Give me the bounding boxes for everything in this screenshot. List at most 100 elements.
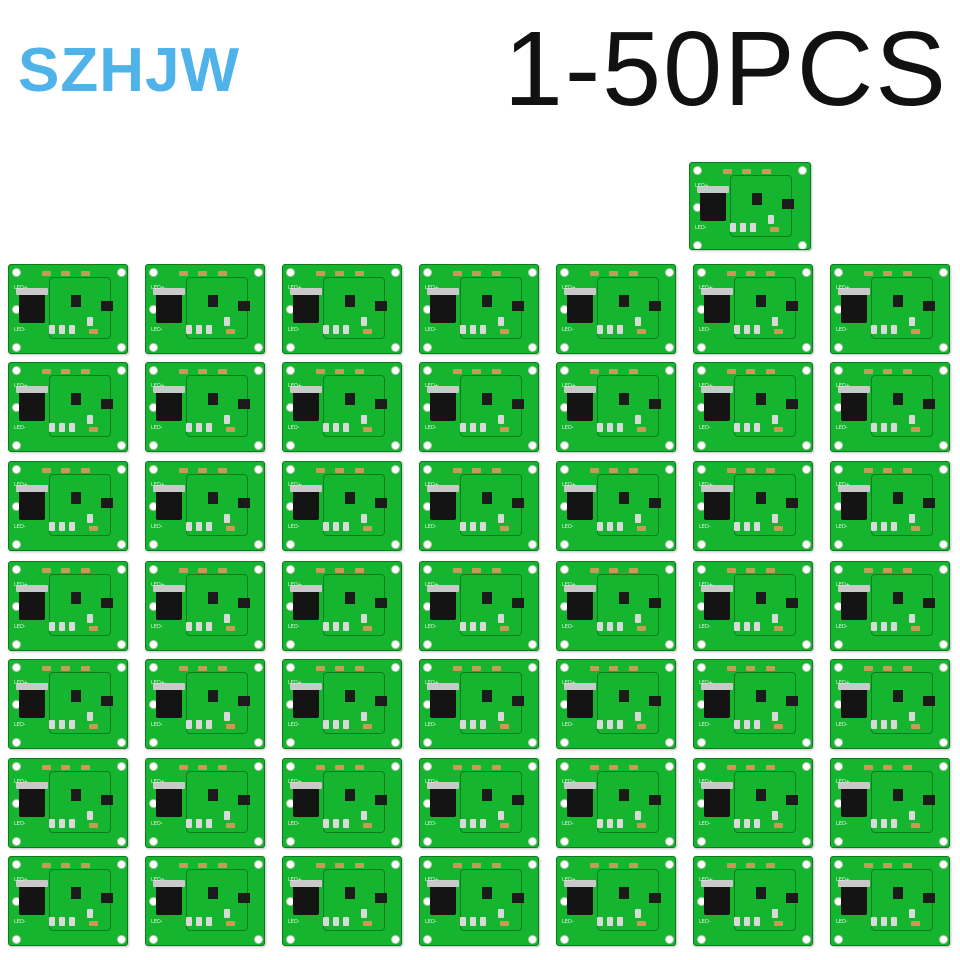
smd-capacitor bbox=[218, 765, 227, 770]
mounting-hole bbox=[834, 343, 843, 352]
smd-resistor bbox=[333, 917, 339, 926]
smd-resistor bbox=[881, 522, 887, 531]
control-ic bbox=[208, 295, 218, 307]
smd-resistor bbox=[744, 819, 750, 828]
control-ic bbox=[619, 690, 629, 702]
mounting-hole bbox=[802, 738, 811, 747]
mounting-hole bbox=[834, 837, 843, 846]
pcb-board: LED+LED- bbox=[8, 264, 128, 354]
mounting-hole bbox=[528, 565, 537, 574]
regulator-chip bbox=[153, 288, 185, 323]
mounting-hole bbox=[423, 343, 432, 352]
mounting-hole bbox=[149, 540, 158, 549]
mounting-hole bbox=[12, 837, 21, 846]
mounting-hole bbox=[254, 663, 263, 672]
smd-resistor bbox=[186, 325, 192, 334]
smd-capacitor bbox=[335, 369, 344, 374]
transistor bbox=[923, 498, 935, 508]
smd-resistor bbox=[597, 819, 603, 828]
smd-capacitor bbox=[89, 427, 98, 432]
silkscreen-label: LED- bbox=[425, 624, 437, 630]
smd-resistor bbox=[333, 819, 339, 828]
pcb-board: LED+LED- bbox=[693, 264, 813, 354]
smd-resistor bbox=[881, 819, 887, 828]
smd-capacitor bbox=[179, 271, 188, 276]
smd-resistor bbox=[196, 720, 202, 729]
mounting-hole bbox=[149, 465, 158, 474]
silkscreen-label: LED+ bbox=[151, 779, 165, 785]
smd-capacitor bbox=[727, 369, 736, 374]
smd-resistor bbox=[69, 720, 75, 729]
mounting-hole bbox=[391, 935, 400, 944]
transistor bbox=[238, 795, 250, 805]
smd-capacitor bbox=[81, 468, 90, 473]
smd-resistor bbox=[460, 720, 466, 729]
regulator-chip bbox=[564, 288, 596, 323]
smd-capacitor bbox=[746, 369, 755, 374]
pcb-board: LED+LED- bbox=[8, 461, 128, 551]
smd-resistor bbox=[470, 819, 476, 828]
transistor bbox=[512, 399, 524, 409]
smd-resistor bbox=[772, 909, 778, 918]
mounting-hole bbox=[254, 540, 263, 549]
regulator-chip bbox=[427, 683, 459, 718]
smd-capacitor bbox=[363, 823, 372, 828]
transistor bbox=[375, 598, 387, 608]
silkscreen-label: LED+ bbox=[425, 582, 439, 588]
smd-capacitor bbox=[903, 369, 912, 374]
mounting-hole bbox=[286, 860, 295, 869]
smd-resistor bbox=[323, 819, 329, 828]
smd-resistor bbox=[607, 522, 613, 531]
smd-capacitor bbox=[226, 626, 235, 631]
smd-resistor bbox=[343, 522, 349, 531]
mounting-hole bbox=[697, 565, 706, 574]
mounting-hole bbox=[560, 663, 569, 672]
smd-capacitor bbox=[335, 863, 344, 868]
silkscreen-label: LED- bbox=[836, 425, 848, 431]
smd-capacitor bbox=[746, 271, 755, 276]
smd-capacitor bbox=[766, 369, 775, 374]
control-ic bbox=[71, 295, 81, 307]
smd-capacitor bbox=[316, 468, 325, 473]
smd-capacitor bbox=[355, 568, 364, 573]
smd-capacitor bbox=[609, 468, 618, 473]
smd-resistor bbox=[59, 819, 65, 828]
regulator-chip bbox=[16, 585, 48, 620]
smd-capacitor bbox=[218, 666, 227, 671]
smd-resistor bbox=[744, 325, 750, 334]
smd-resistor bbox=[734, 720, 740, 729]
control-ic bbox=[619, 393, 629, 405]
smd-resistor bbox=[617, 622, 623, 631]
mounting-hole bbox=[12, 441, 21, 450]
transistor bbox=[649, 498, 661, 508]
control-ic bbox=[71, 393, 81, 405]
mounting-hole bbox=[939, 366, 948, 375]
smd-resistor bbox=[206, 819, 212, 828]
smd-resistor bbox=[87, 811, 93, 820]
silkscreen-label: LED+ bbox=[425, 482, 439, 488]
mounting-hole bbox=[834, 762, 843, 771]
mounting-hole bbox=[12, 738, 21, 747]
mounting-hole bbox=[149, 441, 158, 450]
silkscreen-label: LED- bbox=[425, 919, 437, 925]
smd-capacitor bbox=[226, 526, 235, 531]
brand-logo: SZHJW bbox=[18, 36, 240, 105]
silkscreen-label: LED- bbox=[288, 425, 300, 431]
silkscreen-label: LED+ bbox=[151, 582, 165, 588]
transistor bbox=[375, 498, 387, 508]
mounting-hole bbox=[117, 540, 126, 549]
smd-resistor bbox=[480, 423, 486, 432]
smd-resistor bbox=[730, 223, 736, 232]
pcb-board: LED+LED- bbox=[8, 561, 128, 651]
smd-capacitor bbox=[500, 823, 509, 828]
smd-capacitor bbox=[355, 666, 364, 671]
smd-resistor bbox=[734, 917, 740, 926]
mounting-hole bbox=[286, 465, 295, 474]
smd-resistor bbox=[186, 720, 192, 729]
mounting-hole bbox=[834, 738, 843, 747]
smd-resistor bbox=[196, 423, 202, 432]
smd-resistor bbox=[196, 522, 202, 531]
mounting-hole bbox=[665, 640, 674, 649]
pcb-board: LED+LED- bbox=[693, 461, 813, 551]
smd-resistor bbox=[470, 917, 476, 926]
